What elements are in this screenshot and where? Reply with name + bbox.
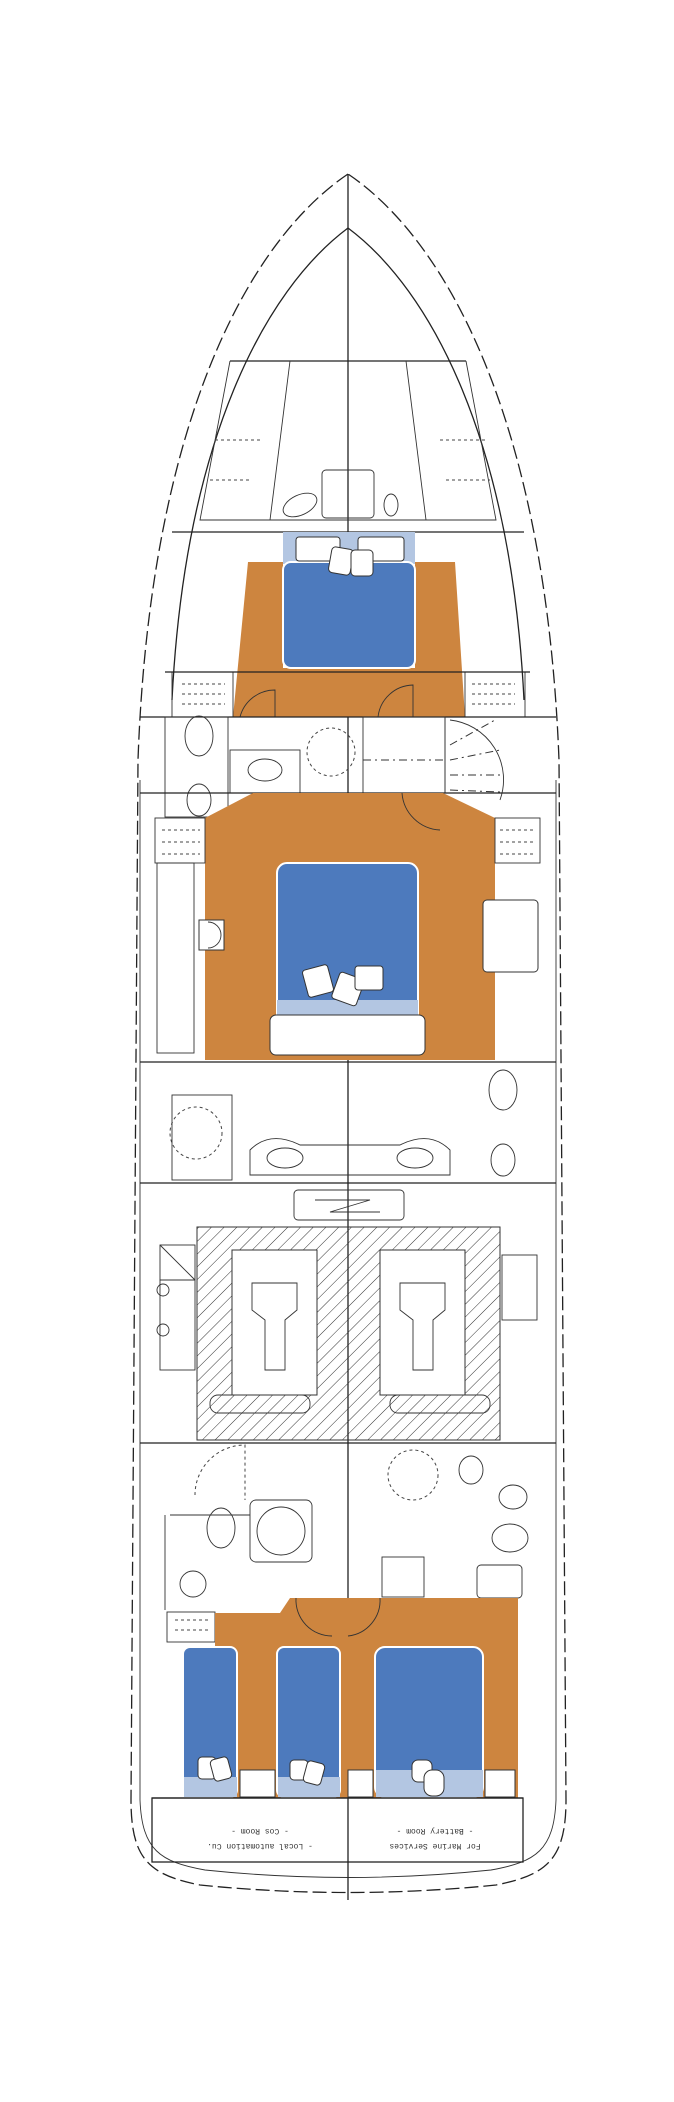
room-label-right: - Battery Room - (397, 1826, 474, 1835)
shower-icon (169, 1106, 223, 1160)
forward-cabin (140, 532, 556, 718)
forward-heads (140, 715, 556, 818)
aft-heads (164, 1444, 529, 1643)
transom-rooms: - Cos Room - - Local automation Cu. - Ba… (151, 1797, 524, 1863)
bench (269, 1014, 426, 1056)
cabin-floor (233, 562, 465, 717)
sofa (482, 899, 539, 973)
port-engine (231, 1249, 318, 1396)
room-sublabel-right: For Marine Services (389, 1841, 480, 1850)
shower-icon (256, 1506, 306, 1556)
toilet-icon (498, 1484, 528, 1510)
starboard-engine (379, 1249, 466, 1396)
room-label-left: - Cos Room - (231, 1826, 289, 1835)
toilet-icon (490, 1143, 516, 1177)
master-cabin (140, 792, 556, 1063)
shower-icon (306, 727, 356, 777)
guest-cabins (152, 1597, 523, 1799)
sink-icon (266, 1147, 304, 1169)
bed (282, 561, 416, 669)
pillow (301, 964, 335, 998)
sink-icon (179, 1570, 207, 1598)
engine-room (140, 1189, 556, 1444)
sink-icon (247, 758, 283, 782)
toilet-icon (184, 715, 214, 757)
master-head (140, 1069, 556, 1184)
room-sublabel-left: - Local automation Cu. (207, 1841, 313, 1850)
